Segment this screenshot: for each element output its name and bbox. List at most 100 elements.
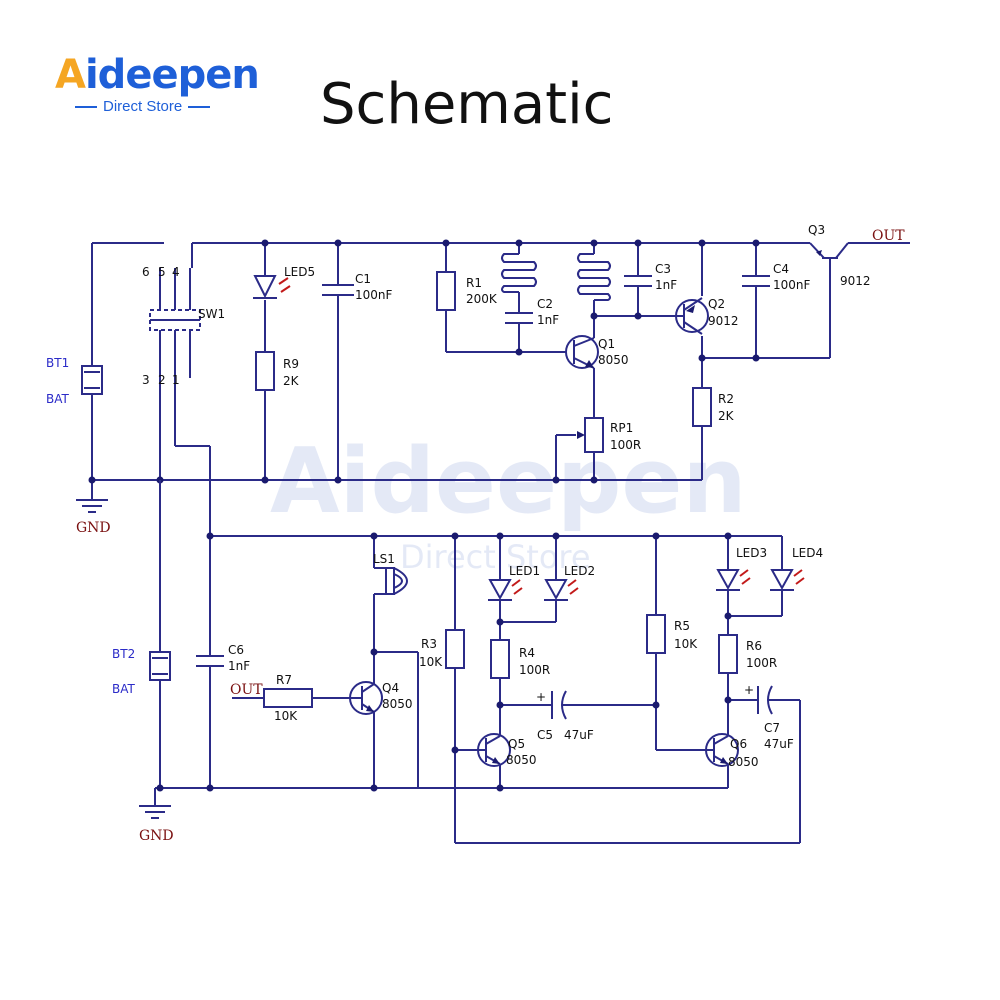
- capacitor-c7: [757, 685, 773, 715]
- label-led3: LED3: [736, 546, 767, 560]
- resistor-r5: [646, 614, 666, 654]
- label-r4-value: 100R: [519, 663, 550, 677]
- transistor-q3: [809, 242, 849, 270]
- top-circuit-wires: [91, 242, 910, 536]
- label-r3: R3: [421, 637, 437, 651]
- led1-diode: [488, 579, 523, 601]
- top-circuit-components: [76, 239, 849, 513]
- brand-logo-initial: A: [55, 52, 86, 98]
- watermark-subtitle: Direct Store: [400, 538, 591, 576]
- resistor-r9: [255, 351, 275, 391]
- label-led2: LED2: [564, 564, 595, 578]
- label-gnd-bottom: GND: [139, 828, 174, 844]
- label-out-bottom: OUT: [230, 682, 263, 698]
- resistor-r7: [263, 688, 313, 708]
- transistor-q2: [675, 297, 709, 335]
- capacitor-c1: [322, 284, 354, 296]
- capacitor-c3: [624, 275, 652, 287]
- label-q6-value: 8050: [728, 755, 759, 769]
- label-r6: R6: [746, 639, 762, 653]
- label-c4: C4: [773, 262, 789, 276]
- potentiometer-rp1: [577, 417, 604, 453]
- label-c4-value: 100nF: [773, 278, 811, 292]
- ground-symbol-bottom: [139, 805, 171, 819]
- label-led4: LED4: [792, 546, 823, 560]
- capacitor-c2: [505, 312, 533, 324]
- label-ls1: LS1: [373, 552, 395, 566]
- label-q3-value: 9012: [840, 274, 871, 288]
- led3-diode: [716, 569, 751, 591]
- label-q2: Q2: [708, 297, 725, 311]
- bottom-circuit-components: [139, 532, 805, 819]
- transistor-q4: [349, 681, 383, 715]
- led5-diode: [253, 275, 291, 299]
- component-labels: LED5 C1 100nF R1 200K C2 1nF C3 1nF Q2 9…: [46, 223, 905, 844]
- label-rp1-value: 100R: [610, 438, 641, 452]
- label-r7-value: 10K: [274, 709, 298, 723]
- label-pin3: 3: [142, 373, 150, 387]
- led4-diode: [770, 569, 805, 591]
- label-r2-value: 2K: [718, 409, 735, 423]
- label-gnd-top: GND: [76, 520, 111, 536]
- junction-dots-bottom: [156, 532, 732, 792]
- coil-inductor-1: [501, 253, 537, 293]
- switch-sw1: [149, 309, 201, 331]
- label-sw1: SW1: [198, 307, 225, 321]
- transistor-q1: [565, 335, 599, 369]
- label-r2: R2: [718, 392, 734, 406]
- resistor-r2: [692, 387, 712, 427]
- battery-bt1: [81, 365, 103, 395]
- label-q1-value: 8050: [598, 353, 629, 367]
- label-out-top: OUT: [872, 228, 905, 244]
- label-c2-value: 1nF: [537, 313, 559, 327]
- capacitor-c5: [551, 690, 567, 720]
- label-q6: Q6: [730, 737, 747, 751]
- battery-bt2: [149, 651, 171, 681]
- label-pin1: 1: [172, 373, 180, 387]
- label-bat2: BAT: [112, 682, 136, 696]
- label-r4: R4: [519, 646, 535, 660]
- label-r6-value: 100R: [746, 656, 777, 670]
- brand-logo-text: Aideepen: [55, 52, 260, 98]
- label-r9-value: 2K: [283, 374, 300, 388]
- ground-symbol-top: [76, 499, 108, 513]
- label-c3: C3: [655, 262, 671, 276]
- brand-logo-rest: ideepen: [84, 52, 260, 98]
- label-pin4: 4: [172, 265, 180, 279]
- label-led5: LED5: [284, 265, 315, 279]
- label-q5-value: 8050: [506, 753, 537, 767]
- label-led1: LED1: [509, 564, 540, 578]
- label-rp1: RP1: [610, 421, 633, 435]
- label-pin2: 2: [158, 373, 166, 387]
- transistor-q6: [705, 733, 739, 767]
- bottom-circuit-wires: [154, 480, 801, 844]
- page-title: Schematic: [320, 72, 614, 137]
- coil-inductor-2: [577, 253, 611, 301]
- label-c1: C1: [355, 272, 371, 286]
- label-bat1: BAT: [46, 392, 70, 406]
- label-c5-value: 47uF: [564, 728, 594, 742]
- label-r1-value: 200K: [466, 292, 498, 306]
- label-pin6: 6: [142, 265, 150, 279]
- resistor-r3: [445, 629, 465, 669]
- label-c7: C7: [764, 721, 780, 735]
- label-bt1: BT1: [46, 356, 69, 370]
- transistor-q5: [477, 733, 511, 767]
- label-c2: C2: [537, 297, 553, 311]
- label-q2-value: 9012: [708, 314, 739, 328]
- label-c6: C6: [228, 643, 244, 657]
- label-c5: C5: [537, 728, 553, 742]
- resistor-r6: [718, 634, 738, 674]
- watermark-brand: Aideepen: [270, 429, 747, 534]
- junction-dots-top: [88, 239, 760, 484]
- resistor-r1: [436, 271, 456, 311]
- label-r7: R7: [276, 673, 292, 687]
- label-q5: Q5: [508, 737, 525, 751]
- label-c5-plus: +: [536, 690, 546, 704]
- brand-logo-subtitle: Direct Store: [69, 98, 216, 115]
- label-r3-value: 10K: [419, 655, 443, 669]
- resistor-r4: [490, 639, 510, 679]
- label-q4-value: 8050: [382, 697, 413, 711]
- label-bt2: BT2: [112, 647, 135, 661]
- label-q4: Q4: [382, 681, 399, 695]
